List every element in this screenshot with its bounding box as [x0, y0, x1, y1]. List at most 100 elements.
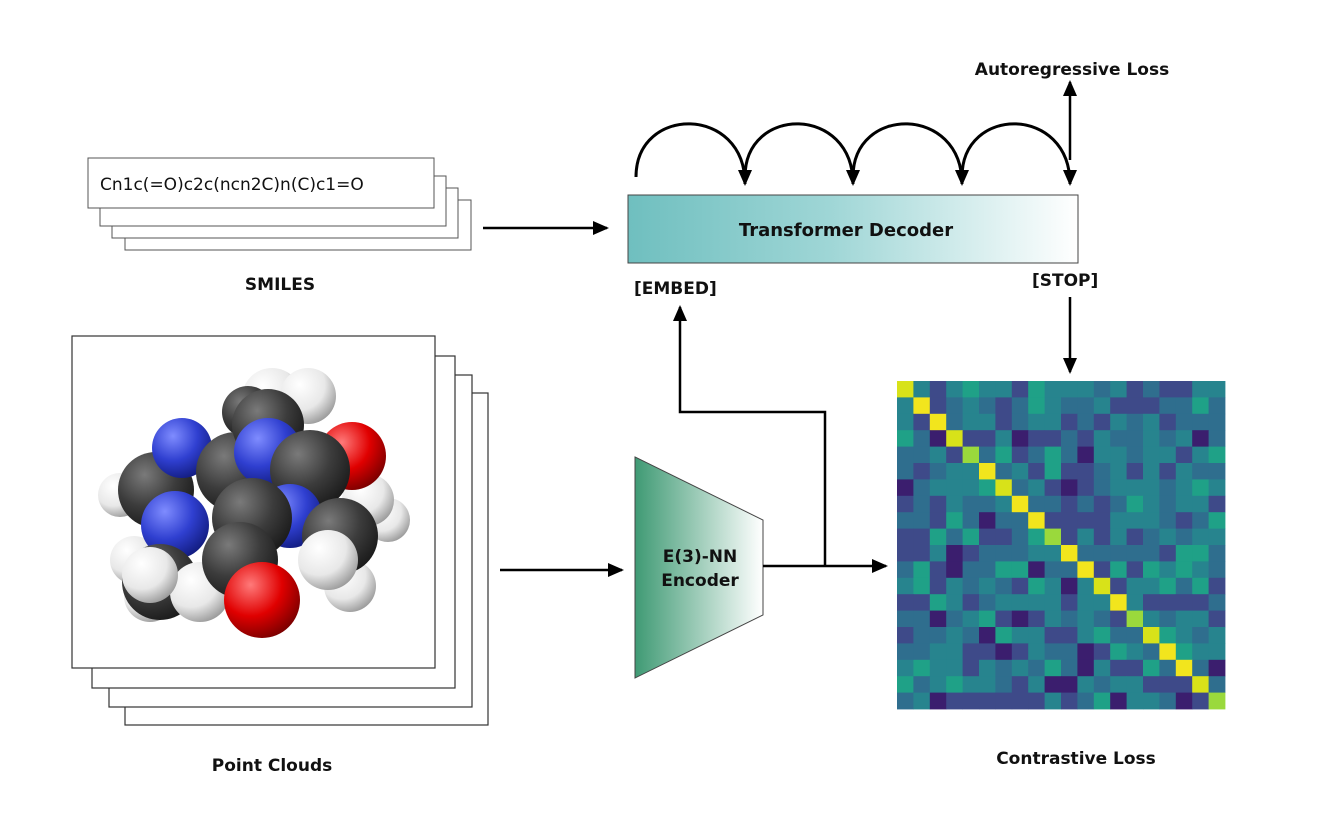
- matrix-cell: [1028, 610, 1045, 628]
- matrix-cell: [979, 577, 996, 595]
- matrix-cell: [913, 561, 931, 579]
- matrix-cell: [1208, 463, 1226, 480]
- matrix-cell: [995, 512, 1013, 529]
- matrix-cell: [1192, 463, 1209, 480]
- matrix-cell: [1159, 512, 1177, 529]
- matrix-cell: [1126, 561, 1144, 579]
- matrix-cell: [913, 610, 931, 628]
- matrix-cell: [1159, 495, 1177, 513]
- matrix-cell: [1192, 545, 1209, 562]
- matrix-cell: [1126, 643, 1144, 661]
- matrix-cell: [1192, 397, 1209, 415]
- matrix-cell: [1110, 627, 1127, 644]
- matrix-cell: [1011, 413, 1029, 431]
- matrix-cell: [979, 692, 996, 710]
- matrix-cell: [1044, 627, 1062, 644]
- matrix-cell: [1208, 545, 1226, 562]
- matrix-cell: [1175, 561, 1193, 579]
- matrix-cell: [995, 659, 1013, 677]
- matrix-cell: [979, 512, 996, 529]
- matrix-cell: [929, 643, 947, 661]
- matrix-cell: [1175, 643, 1193, 661]
- matrix-cell: [946, 495, 963, 513]
- matrix-cell: [1126, 659, 1144, 677]
- smiles-label: SMILES: [245, 275, 315, 295]
- matrix-cell: [1093, 446, 1111, 464]
- matrix-cell: [995, 676, 1013, 693]
- matrix-cell: [897, 676, 914, 693]
- matrix-cell: [1126, 479, 1144, 497]
- matrix-cell: [995, 381, 1013, 398]
- matrix-cell: [913, 463, 931, 480]
- matrix-cell: [962, 676, 980, 693]
- matrix-cell: [1110, 430, 1127, 447]
- matrix-cell: [1028, 577, 1045, 595]
- matrix-cell: [1077, 528, 1095, 546]
- matrix-cell: [913, 528, 931, 546]
- matrix-cell: [1192, 692, 1209, 710]
- matrix-cell: [897, 512, 914, 529]
- matrix-cell: [946, 512, 963, 529]
- matrix-diagonal-cell: [946, 430, 963, 447]
- embed-token-label: [EMBED]: [634, 279, 717, 299]
- matrix-cell: [946, 610, 963, 628]
- matrix-cell: [1093, 413, 1111, 431]
- matrix-cell: [1077, 659, 1095, 677]
- matrix-cell: [929, 692, 947, 710]
- matrix-cell: [1110, 545, 1127, 562]
- matrix-cell: [1192, 610, 1209, 628]
- matrix-cell: [1061, 610, 1078, 628]
- matrix-cell: [929, 561, 947, 579]
- matrix-cell: [1061, 643, 1078, 661]
- matrix-cell: [1110, 561, 1127, 579]
- nitrogen-atom: [141, 491, 209, 559]
- matrix-cell: [946, 463, 963, 480]
- matrix-cell: [1044, 479, 1062, 497]
- matrix-cell: [1192, 627, 1209, 644]
- matrix-cell: [946, 381, 963, 398]
- matrix-cell: [995, 577, 1013, 595]
- matrix-cell: [1159, 545, 1177, 562]
- matrix-diagonal-cell: [1159, 643, 1177, 661]
- matrix-cell: [913, 413, 931, 431]
- matrix-cell: [1126, 512, 1144, 529]
- matrix-cell: [1044, 446, 1062, 464]
- matrix-cell: [1061, 594, 1078, 611]
- matrix-diagonal-cell: [1028, 512, 1045, 529]
- matrix-cell: [1175, 692, 1193, 710]
- matrix-cell: [897, 479, 914, 497]
- matrix-cell: [1192, 381, 1209, 398]
- matrix-cell: [1061, 512, 1078, 529]
- matrix-cell: [1143, 577, 1160, 595]
- matrix-diagonal-cell: [1093, 577, 1111, 595]
- matrix-cell: [1175, 430, 1193, 447]
- matrix-cell: [1093, 381, 1111, 398]
- matrix-cell: [1077, 495, 1095, 513]
- matrix-cell: [1077, 610, 1095, 628]
- matrix-cell: [1077, 594, 1095, 611]
- matrix-cell: [1061, 528, 1078, 546]
- matrix-cell: [946, 676, 963, 693]
- matrix-cell: [1061, 495, 1078, 513]
- matrix-cell: [1028, 479, 1045, 497]
- matrix-cell: [946, 397, 963, 415]
- matrix-cell: [995, 692, 1013, 710]
- matrix-cell: [1077, 479, 1095, 497]
- matrix-cell: [1126, 692, 1144, 710]
- matrix-cell: [1028, 561, 1045, 579]
- matrix-cell: [1028, 594, 1045, 611]
- matrix-cell: [929, 627, 947, 644]
- matrix-cell: [1028, 495, 1045, 513]
- matrix-cell: [1143, 463, 1160, 480]
- matrix-cell: [1208, 397, 1226, 415]
- matrix-cell: [1143, 643, 1160, 661]
- matrix-cell: [1044, 561, 1062, 579]
- contrastive-similarity-matrix: [897, 381, 1226, 710]
- matrix-cell: [1175, 610, 1193, 628]
- matrix-cell: [1208, 512, 1226, 529]
- matrix-cell: [1077, 692, 1095, 710]
- matrix-cell: [929, 479, 947, 497]
- matrix-diagonal-cell: [1011, 495, 1029, 513]
- matrix-cell: [1110, 463, 1127, 480]
- matrix-cell: [1143, 495, 1160, 513]
